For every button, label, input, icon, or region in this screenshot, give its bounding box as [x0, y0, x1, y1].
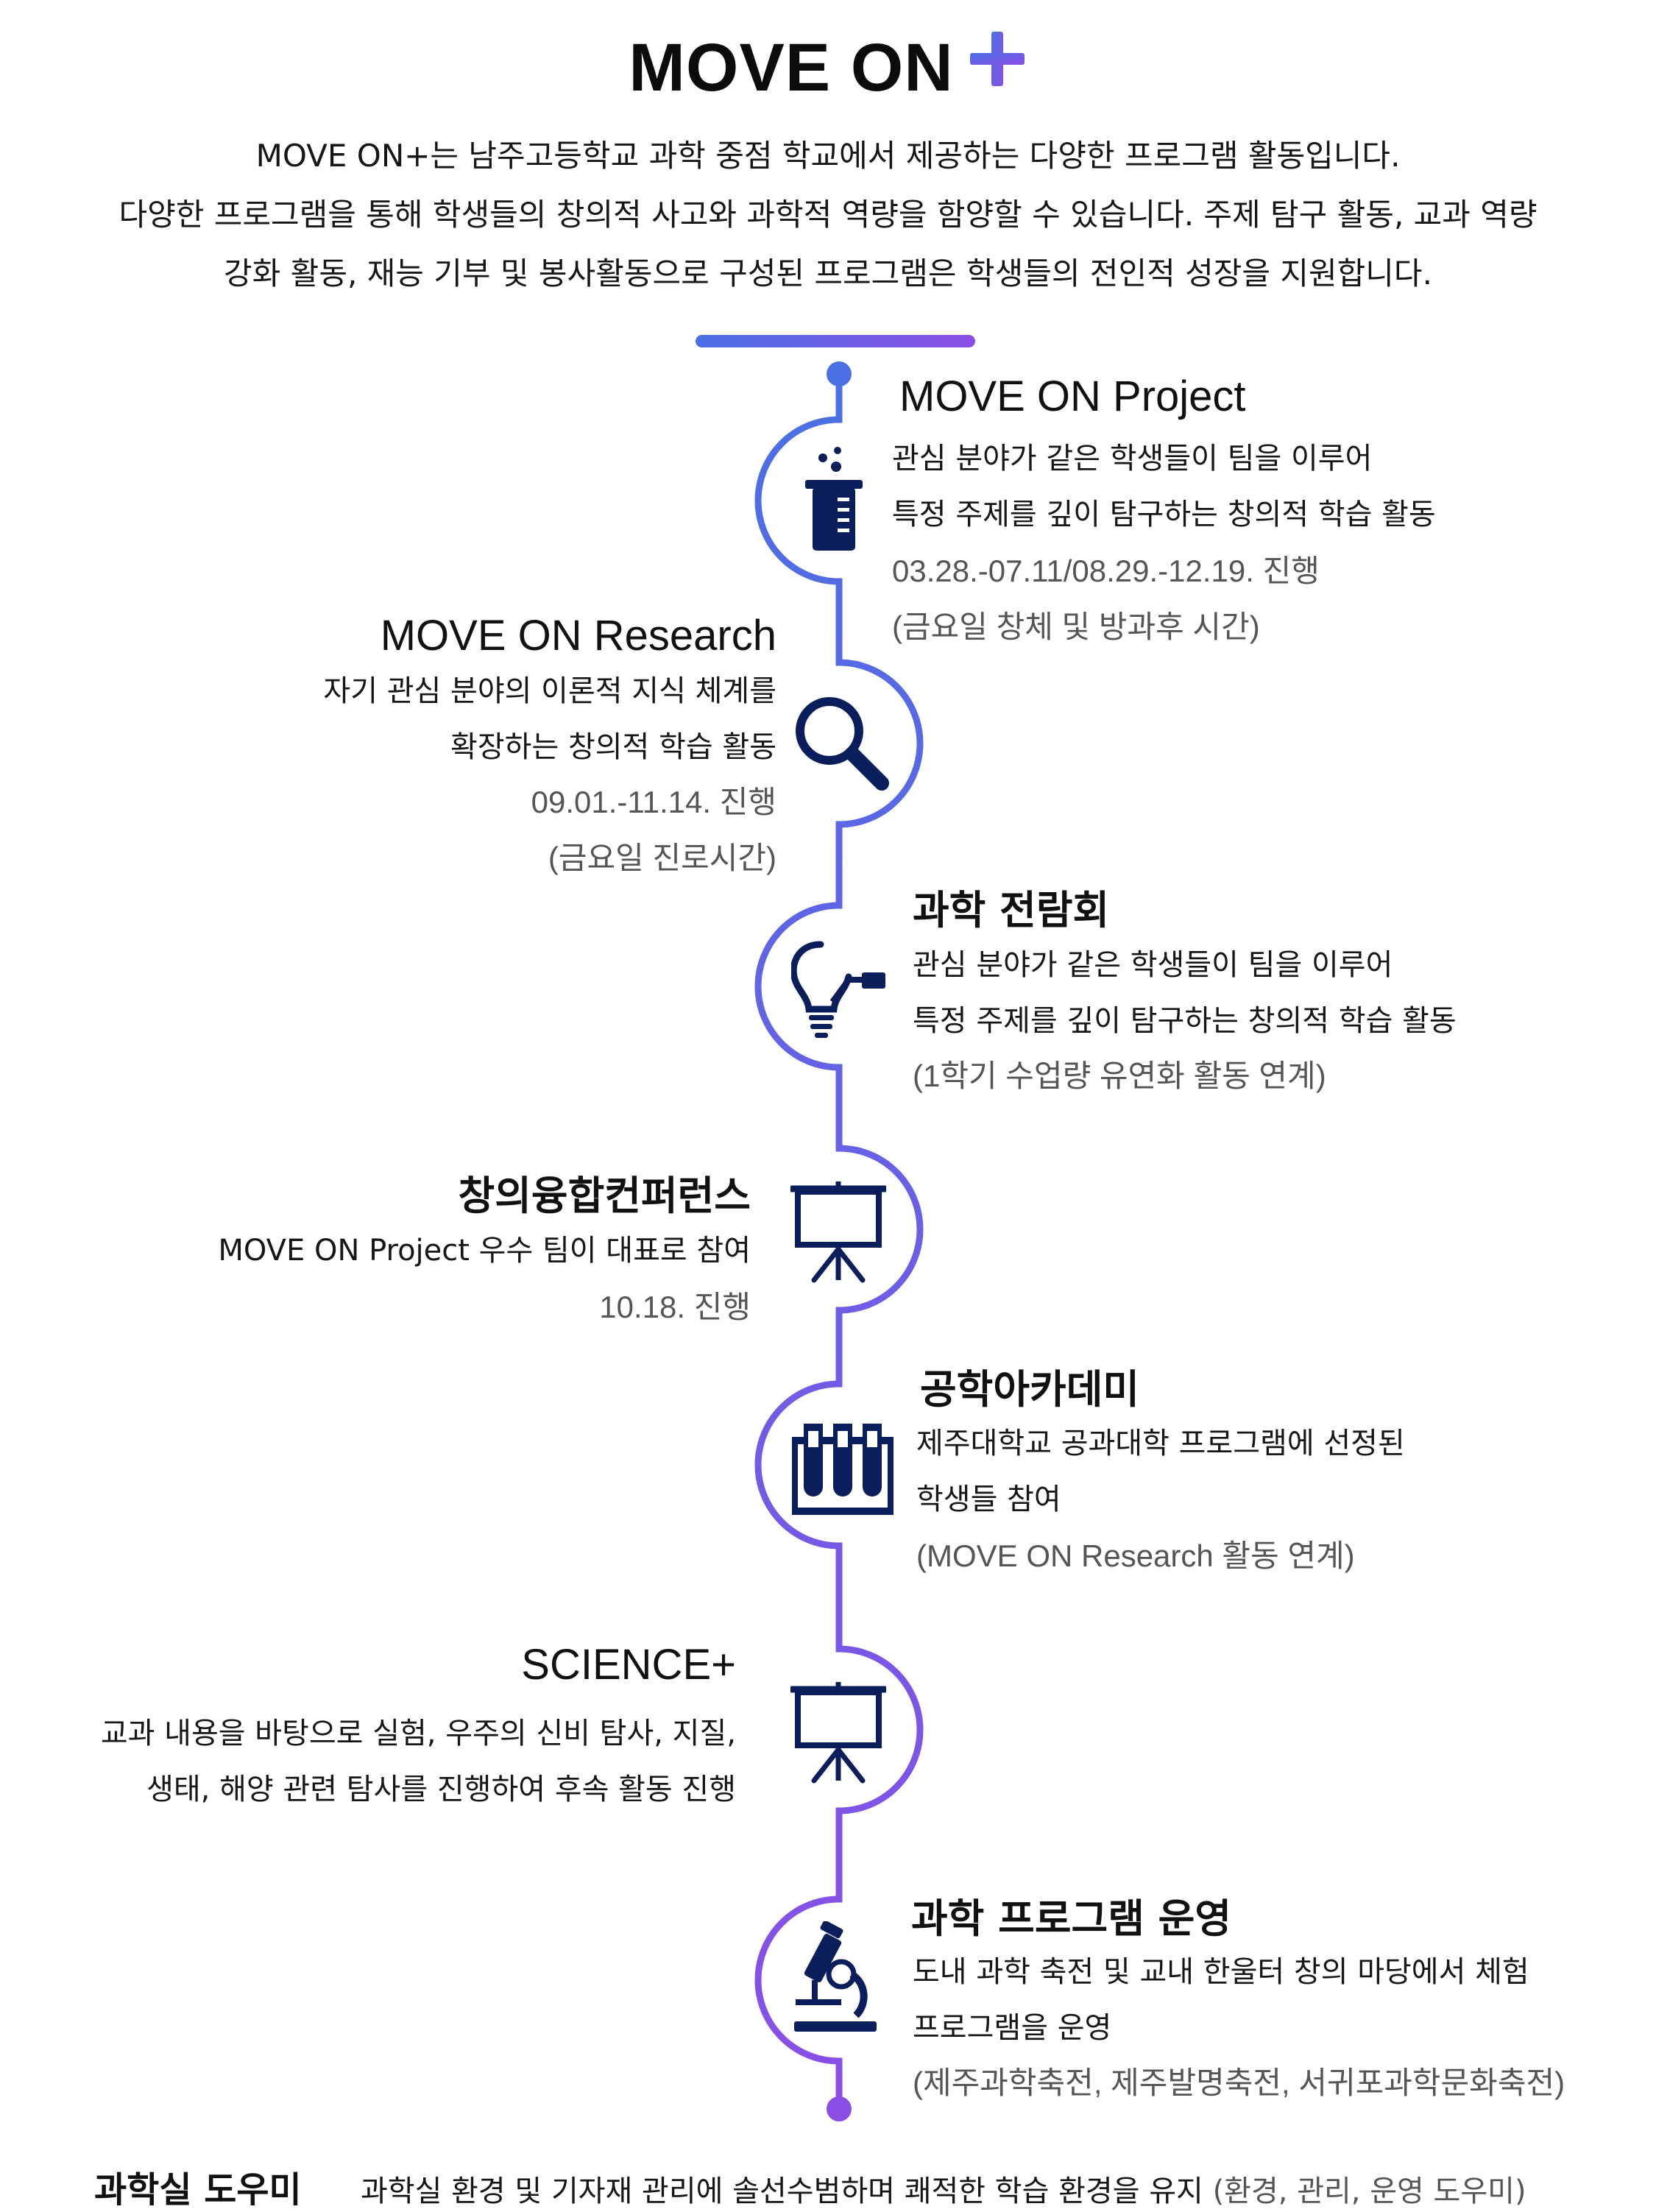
timeline-end-dot — [827, 2096, 852, 2121]
program-desc-line: 제주대학교 공과대학 프로그램에 선정된 — [916, 1427, 1405, 1460]
program-note: (금요일 진로시간) — [548, 841, 776, 875]
lightbulb-icon — [790, 939, 902, 1045]
program-desc-line: 특정 주제를 깊이 탐구하는 창의적 학습 활동 — [892, 498, 1436, 531]
program-title: 공학아카데미 — [920, 1366, 1140, 1413]
program-desc-line: 학생들 참여 — [916, 1483, 1061, 1516]
program-date: 03.28.-07.11/08.29.-12.19. 진행 — [892, 554, 1320, 588]
program-desc-line: 도내 과학 축전 및 교내 한울터 창의 마당에서 체험 — [913, 1955, 1529, 1989]
program-desc-line: MOVE ON Project 우수 팀이 대표로 참여 — [218, 1234, 751, 1268]
program-title: SCIENCE+ — [521, 1641, 736, 1689]
program-note: (MOVE ON Research 활동 연계) — [916, 1538, 1355, 1573]
program-date: 10.18. 진행 — [599, 1290, 751, 1324]
program-desc-line: 자기 관심 분야의 이론적 지식 체계를 — [323, 674, 776, 708]
footer-note: (환경, 관리, 운영 도우미) — [1212, 2174, 1526, 2208]
program-date: 09.01.-11.14. 진행 — [531, 785, 776, 819]
program-note: (금요일 창체 및 방과후 시간) — [892, 609, 1260, 644]
program-desc-line: 생태, 해양 관련 탐사를 진행하여 후속 활동 진행 — [146, 1773, 736, 1806]
footer-text: 과학실 환경 및 기자재 관리에 솔선수범하며 쾌적한 학습 환경을 유지 — [361, 2174, 1203, 2208]
plus-icon — [967, 28, 1027, 105]
program-desc-line: 프로그램을 운영 — [913, 2011, 1112, 2045]
microscope-icon — [791, 1920, 880, 2042]
program-note: (제주과학축전, 제주발명축전, 서귀포과학문화축전) — [913, 2066, 1565, 2100]
footer-title: 과학실 도우미 — [94, 2169, 302, 2211]
presentation-board-icon — [788, 1682, 888, 1788]
program-desc-line: 관심 분야가 같은 학생들이 팀을 이루어 — [913, 948, 1393, 982]
program-note: (1학기 수업량 유연화 활동 연계) — [913, 1059, 1326, 1093]
intro-line-1: MOVE ON+는 남주고등학교 과학 중점 학교에서 제공하는 다양한 프로그… — [255, 138, 1401, 174]
presentation-board-icon — [788, 1181, 888, 1287]
page-title-text: MOVE ON — [629, 30, 954, 105]
program-title: 과학 전람회 — [913, 887, 1110, 933]
intro-line-2: 다양한 프로그램을 통해 학생들의 창의적 사고와 과학적 역량을 함양할 수 … — [118, 197, 1538, 233]
test-tubes-icon — [788, 1422, 898, 1521]
program-desc-line: 확장하는 창의적 학습 활동 — [450, 730, 776, 764]
header-divider — [696, 335, 975, 347]
page-title: MOVE ON — [0, 29, 1656, 107]
program-title: 과학 프로그램 운영 — [911, 1895, 1232, 1942]
footer-description: 과학실 환경 및 기자재 관리에 솔선수범하며 쾌적한 학습 환경을 유지 (환… — [361, 2167, 1526, 2210]
program-title: MOVE ON Project — [899, 372, 1246, 420]
program-desc-line: 교과 내용을 바탕으로 실험, 우주의 신비 탐사, 지질, — [100, 1717, 736, 1750]
program-title: 창의융합컨퍼런스 — [458, 1173, 751, 1219]
beaker-icon — [795, 442, 883, 555]
program-desc-line: 관심 분야가 같은 학생들이 팀을 이루어 — [892, 442, 1373, 476]
intro-line-3: 강화 활동, 재능 기부 및 봉사활동으로 구성된 프로그램은 학생들의 전인적… — [224, 255, 1432, 291]
magnifier-icon — [789, 690, 892, 796]
timeline-start-dot — [827, 361, 852, 386]
program-title: MOVE ON Research — [380, 612, 776, 660]
program-desc-line: 특정 주제를 깊이 탐구하는 창의적 학습 활동 — [913, 1004, 1457, 1038]
